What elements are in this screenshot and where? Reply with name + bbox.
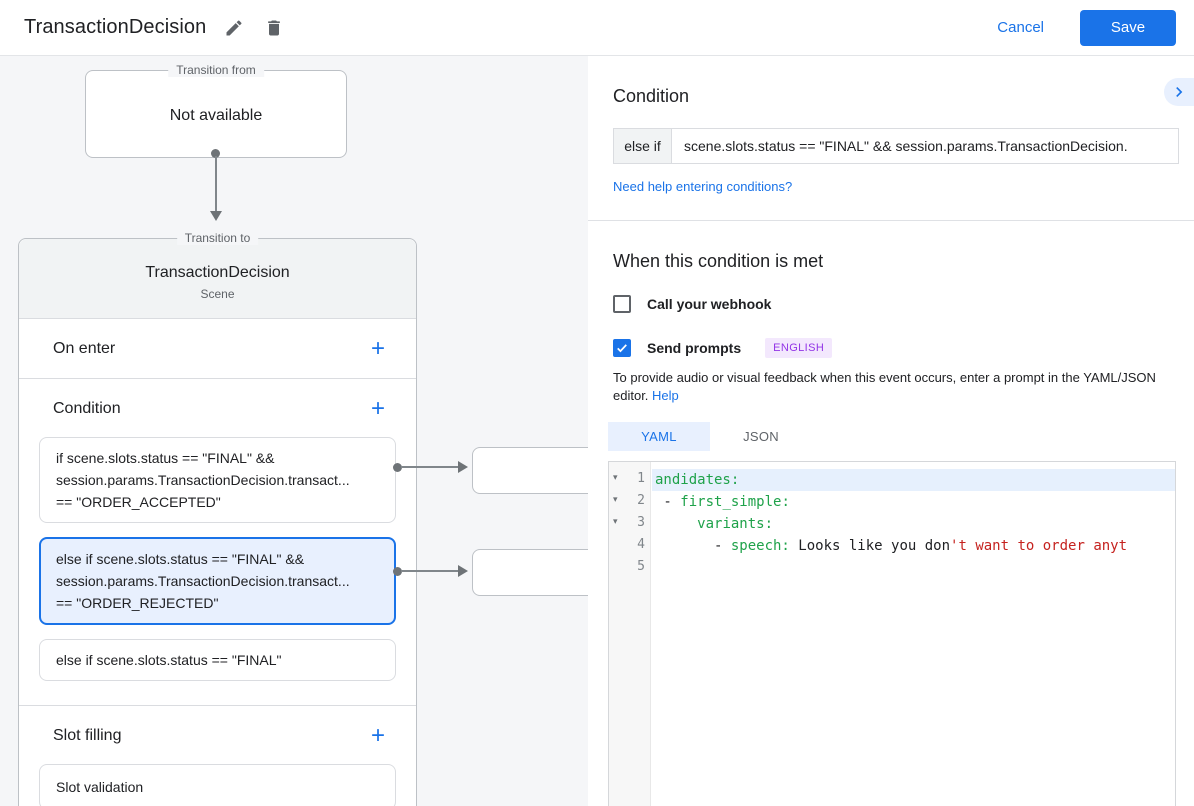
cancel-button[interactable]: Cancel [997,19,1044,36]
connector-dot [393,463,402,472]
checkmark-icon [617,344,627,353]
feedback-hint: To provide audio or visual feedback when… [613,369,1171,405]
line-number: 3 [637,515,645,530]
send-prompts-checkbox[interactable] [613,339,631,357]
editor-gutter [609,462,651,806]
call-webhook-label: Call your webhook [647,296,772,312]
condition-input-row: else if [613,128,1179,164]
edit-title-button[interactable] [222,16,246,40]
add-condition-button[interactable] [364,395,392,423]
arrow-right-icon [458,461,468,473]
help-link[interactable]: Help [652,388,679,403]
transition-from-value: Not available [169,107,263,124]
scene-header[interactable]: TransactionDecision Scene [19,239,416,319]
pencil-icon [226,19,242,35]
call-webhook-checkbox[interactable] [613,295,631,313]
arrow-right-icon [458,565,468,577]
line-number: 4 [637,537,645,552]
condition-section-label: Condition [53,400,121,417]
flow-canvas: Transition from Not available Transition… [0,56,588,806]
slot-filling-section: Slot filling Slot validation [19,706,416,806]
line-number: 5 [637,559,645,574]
page-title: TransactionDecision [24,16,207,38]
slot-filling-label: Slot filling [53,727,122,744]
code-line[interactable]: andidates: [652,469,1175,491]
connector-line [401,570,458,572]
transition-target-box[interactable] [472,447,588,494]
condition-section: Condition if scene.slots.status == "FINA… [19,379,416,706]
code-editor[interactable]: ▾ 1 andidates: ▾ 2 - first_simple: ▾ 3 variant… [608,461,1176,806]
transition-from-box[interactable]: Transition from Not available [85,63,347,158]
on-enter-label: On enter [53,339,116,357]
webhook-row: Call your webhook [613,295,1194,313]
fold-arrow-icon[interactable]: ▾ [613,494,618,504]
code-line[interactable]: - speech: Looks like you don't want to o… [655,538,1128,554]
arrow-down-icon [210,211,222,221]
condition-card[interactable]: else if scene.slots.status == "FINAL" &&… [39,537,396,625]
save-button[interactable]: Save [1080,9,1176,46]
condition-card[interactable]: else if scene.slots.status == "FINAL" [39,639,396,681]
condition-input[interactable] [672,129,1178,163]
tab-yaml[interactable]: YAML [608,422,710,451]
send-prompts-label: Send prompts [647,340,742,356]
chevron-right-icon [1176,87,1183,97]
add-slot-button[interactable] [364,722,392,750]
code-line[interactable]: - first_simple: [655,494,790,510]
connector-dot [211,149,220,158]
when-condition-title: When this condition is met [613,251,824,271]
on-enter-row: On enter [19,319,416,379]
condition-card[interactable]: if scene.slots.status == "FINAL" &&sessi… [39,437,396,523]
send-prompts-row: Send prompts ENGLISH [613,338,1194,358]
tab-json[interactable]: JSON [710,422,812,451]
connector-line [215,156,217,211]
condition-prefix: else if [614,129,672,163]
panel-divider [588,220,1194,221]
delete-scene-button[interactable] [262,16,286,40]
connector-line [401,466,458,468]
trash-icon [268,20,281,35]
transition-to-box: Transition to TransactionDecision Scene … [18,231,417,806]
scene-title: TransactionDecision [145,264,290,281]
fold-arrow-icon[interactable]: ▾ [613,472,618,482]
detail-panel: Condition else if Need help entering con… [588,56,1194,806]
condition-panel-title: Condition [613,86,690,106]
slot-card-list: Slot validation [19,764,416,806]
fold-arrow-icon[interactable]: ▾ [613,516,618,526]
feedback-text: To provide audio or visual feedback when… [613,370,1156,403]
transition-target-box[interactable] [472,549,588,596]
transition-from-legend: Transition from [168,63,264,77]
condition-card-list: if scene.slots.status == "FINAL" &&sessi… [19,437,416,681]
editor-tabs: YAML JSON [608,422,1194,451]
line-number: 1 [637,471,645,486]
scene-subtitle: Scene [200,287,235,301]
conditions-help-link[interactable]: Need help entering conditions? [613,179,793,194]
line-number: 2 [637,493,645,508]
code-line[interactable] [652,557,1175,579]
slot-card[interactable]: Slot validation [39,764,396,806]
language-badge: ENGLISH [765,338,833,358]
add-on-enter-button[interactable] [364,335,392,363]
top-bar: TransactionDecision Cancel Save [0,0,1194,56]
connector-dot [393,567,402,576]
code-lines: ▾ 1 andidates: ▾ 2 - first_simple: ▾ 3 variant… [609,462,1175,806]
transition-to-legend: Transition to [176,231,259,245]
collapse-panel-button[interactable] [1164,78,1194,106]
code-line[interactable]: variants: [697,516,774,532]
